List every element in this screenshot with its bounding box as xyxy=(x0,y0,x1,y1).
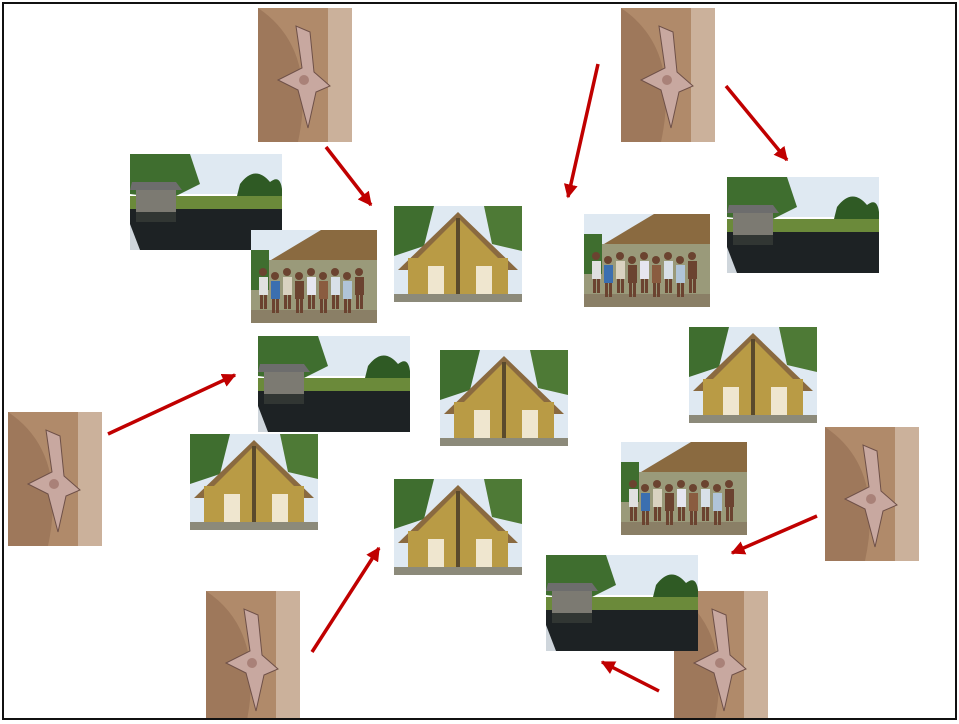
hut-photo xyxy=(394,479,522,575)
children-photo xyxy=(584,214,710,307)
bat-icon xyxy=(258,8,352,142)
arrow xyxy=(568,64,598,197)
bat-icon xyxy=(621,8,715,142)
arrow xyxy=(326,147,371,205)
bat-photo xyxy=(258,8,352,142)
hut-photo xyxy=(190,434,318,530)
bat-photo xyxy=(825,427,919,561)
children-icon xyxy=(251,230,377,323)
children-photo xyxy=(251,230,377,323)
hut-icon xyxy=(190,434,318,530)
river-house-icon xyxy=(546,555,698,651)
bat-photo xyxy=(8,412,102,546)
hut-icon xyxy=(394,479,522,575)
hut-photo xyxy=(440,350,568,446)
arrow xyxy=(602,662,659,691)
bat-icon xyxy=(206,591,300,720)
bat-icon xyxy=(825,427,919,561)
children-icon xyxy=(621,442,747,535)
hut-icon xyxy=(394,206,522,302)
river-house-photo xyxy=(258,336,410,432)
river-house-photo xyxy=(727,177,879,273)
river-house-photo xyxy=(546,555,698,651)
children-icon xyxy=(584,214,710,307)
bat-photo xyxy=(621,8,715,142)
river-house-icon xyxy=(258,336,410,432)
arrow xyxy=(726,86,787,160)
hut-icon xyxy=(689,327,817,423)
arrow xyxy=(108,375,235,434)
arrow xyxy=(312,548,379,652)
bat-photo xyxy=(206,591,300,720)
hut-icon xyxy=(440,350,568,446)
bat-icon xyxy=(8,412,102,546)
river-house-icon xyxy=(727,177,879,273)
children-photo xyxy=(621,442,747,535)
hut-photo xyxy=(394,206,522,302)
hut-photo xyxy=(689,327,817,423)
